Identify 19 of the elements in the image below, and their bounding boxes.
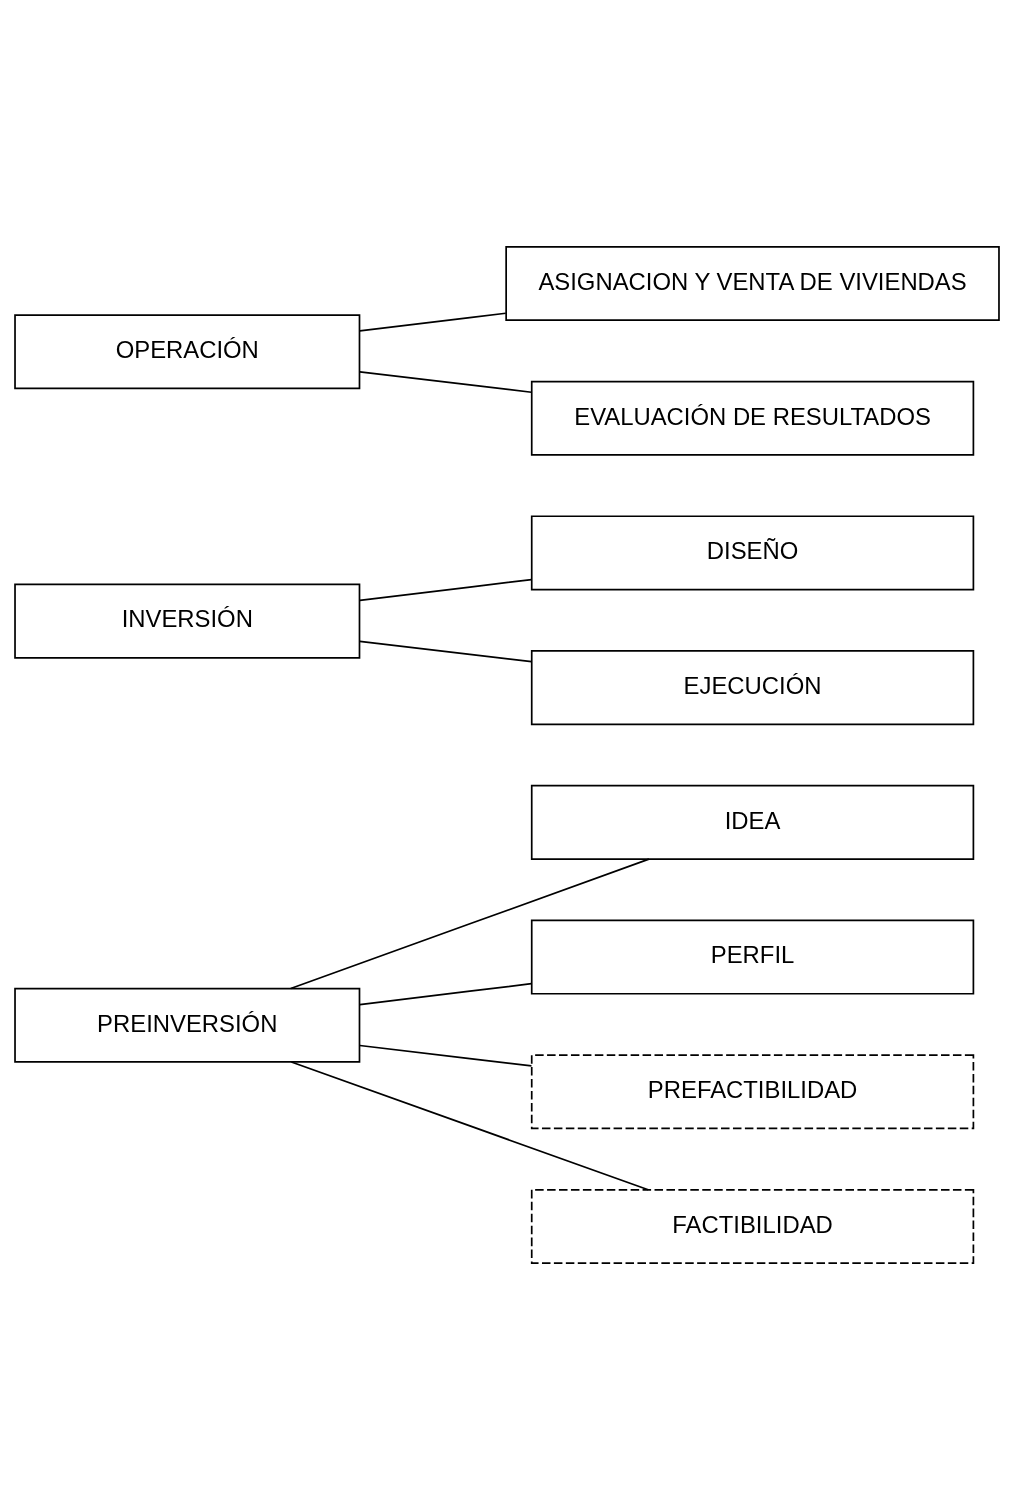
connector (358, 640, 533, 663)
node-box: INVERSIÓN (14, 583, 361, 659)
node-box: ASIGNACION Y VENTA DE VIVIENDAS (505, 245, 1000, 321)
connector (289, 858, 650, 990)
node-box: PREFACTIBILIDAD (530, 1054, 975, 1130)
node-box: IDEA (530, 784, 975, 860)
node-box: EJECUCIÓN (530, 650, 975, 726)
connector (290, 1061, 650, 1191)
connector (358, 371, 533, 394)
node-box: FACTIBILIDAD (530, 1189, 975, 1265)
node-box: DISEÑO (530, 515, 975, 591)
node-box: PERFIL (530, 919, 975, 995)
connector (358, 312, 507, 332)
connector (358, 578, 533, 602)
node-box: OPERACIÓN (14, 314, 361, 390)
node-box: PREINVERSIÓN (14, 987, 361, 1063)
connector (358, 982, 533, 1006)
node-box: EVALUACIÓN DE RESULTADOS (530, 380, 975, 456)
connector (358, 1044, 533, 1067)
